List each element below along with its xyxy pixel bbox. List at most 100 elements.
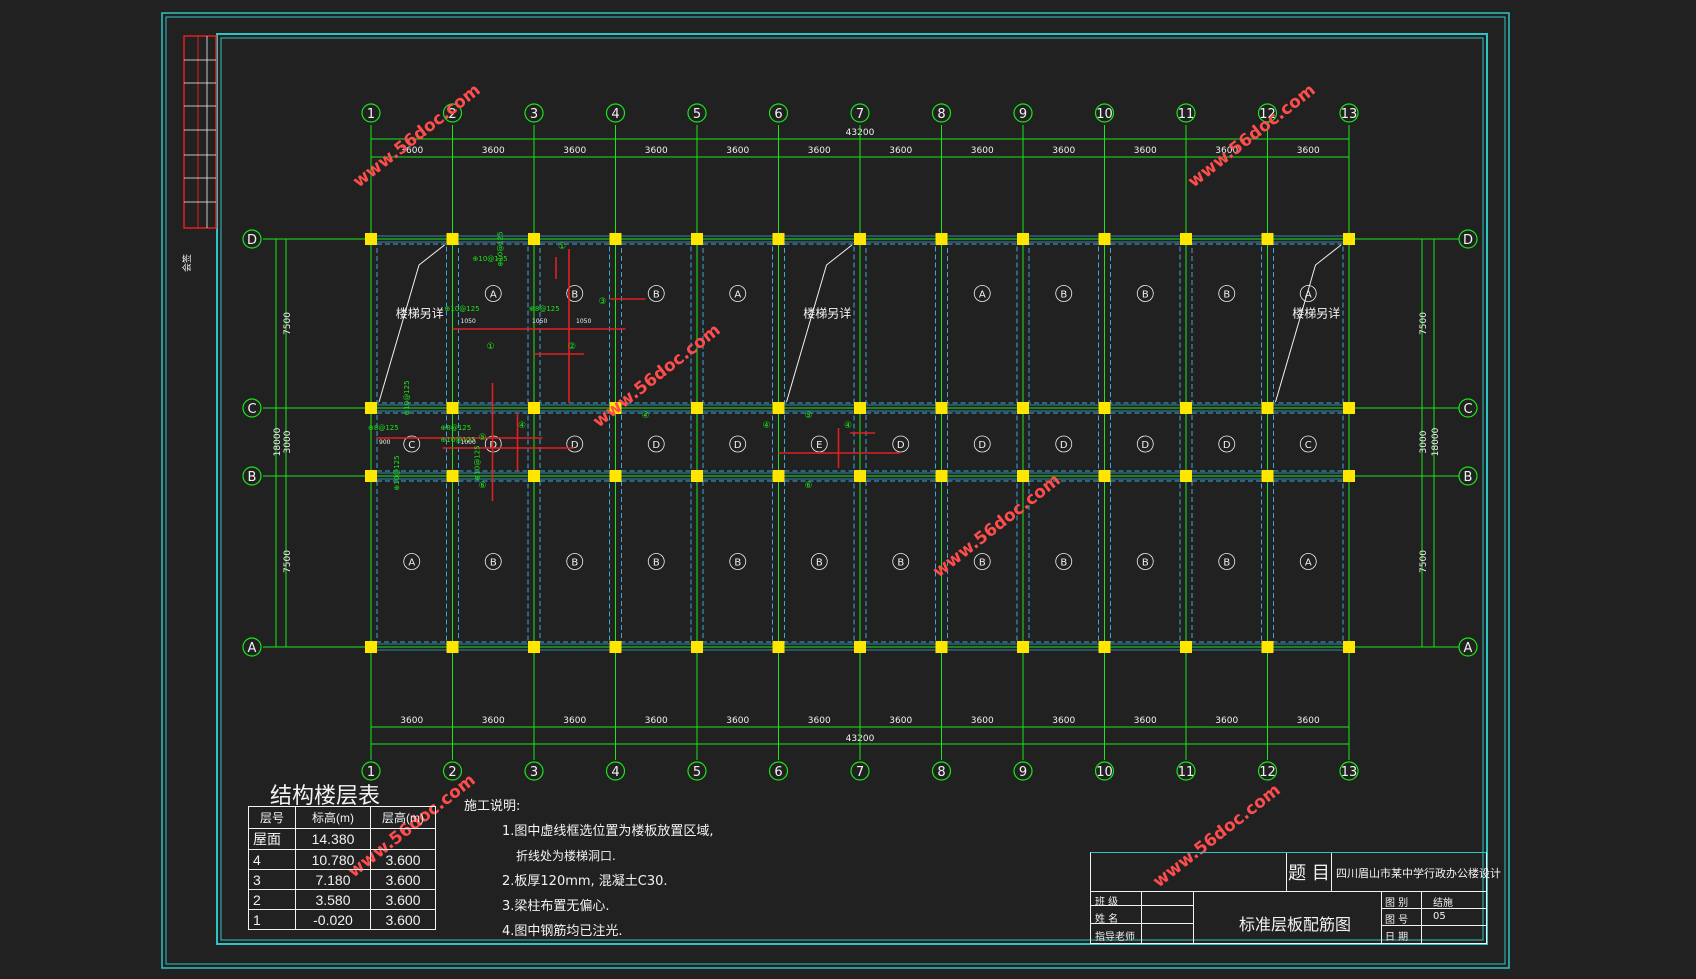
- column: [365, 233, 377, 245]
- axis-label-left: D: [247, 233, 257, 248]
- column: [1180, 233, 1192, 245]
- column: [446, 470, 459, 482]
- axis-label-bottom: 1: [367, 765, 375, 780]
- rebar-spec: ⊕8@125: [441, 424, 472, 432]
- axis-label-bottom: 7: [856, 765, 864, 780]
- column: [1261, 233, 1274, 245]
- dimension-bay-bottom: 3600: [808, 716, 831, 726]
- column: [365, 470, 377, 482]
- axis-label-top: 9: [1019, 107, 1027, 122]
- axis-bubble: [1094, 761, 1115, 781]
- storey-floor: 1: [248, 909, 296, 930]
- column: [609, 641, 622, 653]
- column: [854, 641, 866, 653]
- slab-tag: B: [571, 558, 578, 569]
- storey-header-elevation: 标高(m): [295, 806, 371, 829]
- slab-outline: [376, 480, 447, 643]
- drawing-border: [216, 33, 1488, 945]
- axis-label-top: 2: [448, 107, 456, 122]
- slab-outline: [947, 243, 1018, 404]
- title-row-class: 班 级: [1095, 897, 1119, 908]
- axis-bubble: [931, 103, 952, 123]
- axis-bubble: [524, 761, 544, 781]
- axis-label-bottom: 3: [530, 765, 538, 780]
- slab-tag-ring: [729, 285, 747, 302]
- storey-elevation: 3.580: [295, 889, 371, 910]
- storey-header-height: 层高(m): [370, 806, 436, 829]
- dimension-bay-top: 3600: [645, 146, 668, 156]
- column: [446, 233, 459, 245]
- axis-label-bottom: 6: [774, 765, 782, 780]
- axis-bubble: [242, 229, 262, 249]
- slab-outline: [1191, 480, 1262, 643]
- axis-bubble: [524, 103, 544, 123]
- rebar-spec: ⊕8@125: [368, 424, 399, 432]
- column: [446, 402, 459, 414]
- column: [609, 470, 622, 482]
- storey-height: 3.600: [370, 909, 436, 930]
- side-stamp: 会签: [181, 254, 193, 272]
- axis-bubble: [850, 761, 870, 781]
- column: [691, 470, 703, 482]
- slab-tag-ring: [1055, 553, 1073, 570]
- axis-label-top: 8: [937, 107, 945, 122]
- slab-outline: [1110, 243, 1181, 404]
- dimension-overall-right: 18000: [1431, 427, 1441, 456]
- title-drawing-type: 结施: [1433, 898, 1453, 909]
- column: [528, 402, 540, 414]
- slab-tag-ring: [1055, 435, 1073, 453]
- rebar-mark: ①: [558, 242, 566, 252]
- dimension-bay-bottom: 3600: [400, 716, 423, 726]
- column: [1098, 233, 1111, 245]
- axis-label-top: 7: [856, 107, 864, 122]
- dimension-bay-bottom: 3600: [889, 716, 912, 726]
- axis-label-top: 5: [693, 107, 701, 122]
- storey-elevation: 7.180: [295, 869, 371, 890]
- axis-bubble: [1339, 761, 1359, 781]
- note-item: 4.图中钢筋均已注光.: [502, 924, 623, 939]
- slab-outline: [621, 480, 692, 643]
- slab-outline: [458, 243, 529, 404]
- dimension-right: 3000: [1419, 430, 1429, 453]
- column: [935, 470, 948, 482]
- construction-notes: 施工说明: 1.图中虚线框选位置为楼板放置区域, 折线处为楼梯洞口. 2.板厚1…: [464, 794, 714, 944]
- column: [935, 641, 948, 653]
- dimension-overall-left: 18000: [273, 427, 283, 456]
- column: [1343, 641, 1355, 653]
- slab-tag: B: [653, 558, 660, 569]
- slab-tag: D: [1223, 440, 1231, 451]
- slab-outline: [1273, 412, 1344, 472]
- dimension-bay-bottom: 3600: [482, 716, 505, 726]
- slab-outline: [1110, 412, 1181, 472]
- dimension-left: 3000: [283, 430, 293, 453]
- stair-label: 楼梯另详: [1292, 306, 1340, 321]
- axis-label-bottom: 12: [1259, 765, 1276, 780]
- axis-label-top: 12: [1259, 107, 1276, 122]
- slab-outline: [784, 480, 855, 643]
- column: [935, 233, 948, 245]
- axis-bubble: [361, 761, 381, 781]
- rebar-length: 900: [379, 439, 391, 446]
- slab-tag-ring: [1299, 553, 1317, 570]
- slab-tag: A: [490, 290, 497, 301]
- dimension-bay-top: 3600: [1215, 146, 1238, 156]
- slab-outline: [1110, 480, 1181, 643]
- slab-outline: [702, 480, 773, 643]
- slab-tag-ring: [1299, 435, 1317, 453]
- slab-tag-ring: [1218, 553, 1236, 570]
- slab-tag-ring: [1218, 285, 1236, 302]
- column: [854, 470, 866, 482]
- slab-tag: B: [653, 290, 660, 301]
- axis-label-top: 1: [367, 107, 375, 122]
- column: [854, 402, 866, 414]
- watermark-text: www.56doc.com: [1184, 80, 1319, 192]
- rebar-length: 1050: [461, 318, 476, 325]
- column: [772, 233, 785, 245]
- axis-bubble: [850, 103, 870, 123]
- dimension-bay-bottom: 3600: [726, 716, 749, 726]
- axis-label-bottom: 11: [1178, 765, 1195, 780]
- column: [1180, 470, 1192, 482]
